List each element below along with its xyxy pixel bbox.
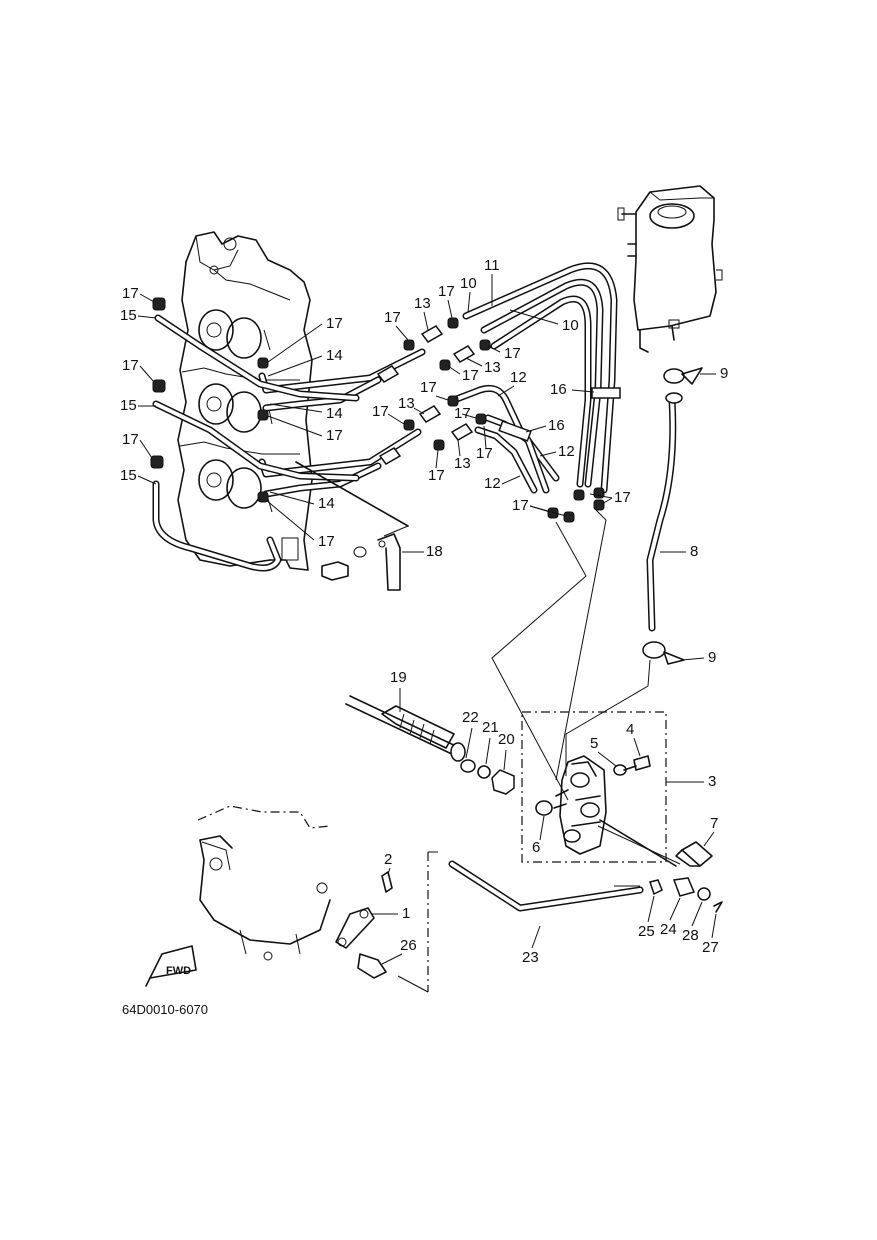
- hose-8: [646, 392, 683, 632]
- callout-13: 13: [398, 395, 415, 412]
- callout-12: 12: [558, 443, 575, 460]
- callout-1: 1: [402, 905, 410, 922]
- callout-17: 17: [428, 467, 445, 484]
- callout-5: 5: [590, 735, 598, 752]
- clamp-9-upper: [663, 367, 703, 385]
- callout-19: 19: [390, 669, 407, 686]
- callout-17: 17: [122, 285, 139, 302]
- callout-13: 13: [484, 359, 501, 376]
- callout-17: 17: [372, 403, 389, 420]
- callout-17: 17: [614, 489, 631, 506]
- callout-25: 25: [638, 923, 655, 940]
- callout-22: 22: [462, 709, 479, 726]
- control-rod-23: [397, 851, 723, 993]
- callout-20: 20: [498, 731, 515, 748]
- callout-15: 15: [120, 397, 137, 414]
- callout-17: 17: [462, 367, 479, 384]
- callout-27: 27: [702, 939, 719, 956]
- hose-bundle-10-11: [462, 262, 621, 494]
- link-lever-1: [335, 907, 375, 949]
- parts-20-22: [460, 759, 515, 795]
- callout-15: 15: [120, 307, 137, 324]
- callout-12: 12: [484, 475, 501, 492]
- callout-24: 24: [660, 921, 677, 938]
- callout-14: 14: [326, 405, 343, 422]
- callout-16: 16: [548, 417, 565, 434]
- fitting-7: [675, 841, 713, 867]
- fwd-label: FWD: [166, 965, 191, 977]
- callout-17: 17: [326, 427, 343, 444]
- callout-17: 17: [384, 309, 401, 326]
- drive-shaft-19: [345, 695, 466, 762]
- callout-labels: 17 15 17 15 17 15 17 14 14 17 14 17 17 1…: [120, 257, 728, 966]
- callout-3: 3: [708, 773, 716, 790]
- callout-17: 17: [420, 379, 437, 396]
- callout-21: 21: [482, 719, 499, 736]
- callout-7: 7: [710, 815, 718, 832]
- callout-28: 28: [682, 927, 699, 944]
- callout-13: 13: [454, 455, 471, 472]
- callout-4: 4: [626, 721, 634, 738]
- callout-6: 6: [532, 839, 540, 856]
- callout-10: 10: [460, 275, 477, 292]
- routing-lines: [491, 509, 651, 801]
- callout-9: 9: [708, 649, 716, 666]
- figure-id-label: 64D0010-6070: [122, 1002, 208, 1017]
- callout-11: 11: [484, 257, 500, 274]
- lower-engine-casing: [197, 805, 331, 961]
- callout-17: 17: [318, 533, 335, 550]
- callout-17: 17: [512, 497, 529, 514]
- oil-tank: [617, 185, 723, 353]
- callout-12: 12: [510, 369, 527, 386]
- cylinder-block: [177, 231, 313, 571]
- callout-17: 17: [122, 431, 139, 448]
- callout-14: 14: [326, 347, 343, 364]
- callout-9: 9: [720, 365, 728, 382]
- callout-17: 17: [476, 445, 493, 462]
- joint-26: [357, 953, 387, 979]
- callout-2: 2: [384, 851, 392, 868]
- oil-pump-assembly: [521, 711, 681, 867]
- hose-bundle-12: [450, 384, 560, 494]
- callout-16: 16: [550, 381, 567, 398]
- callout-17: 17: [504, 345, 521, 362]
- callout-8: 8: [690, 543, 698, 560]
- callout-13: 13: [414, 295, 431, 312]
- callout-23: 23: [522, 949, 539, 966]
- hoses-15: [152, 314, 360, 572]
- callout-17: 17: [122, 357, 139, 374]
- pin-2: [381, 871, 393, 893]
- callout-17: 17: [454, 405, 471, 422]
- callout-15: 15: [120, 467, 137, 484]
- fwd-arrow-icon: FWD: [145, 945, 197, 987]
- callout-26: 26: [400, 937, 417, 954]
- clamp-9-lower: [642, 641, 685, 665]
- bracket-18: [295, 461, 409, 591]
- callout-17: 17: [438, 283, 455, 300]
- callout-17: 17: [326, 315, 343, 332]
- callout-18: 18: [426, 543, 443, 560]
- joints-13: [376, 325, 476, 465]
- callout-10: 10: [562, 317, 579, 334]
- callout-14: 14: [318, 495, 335, 512]
